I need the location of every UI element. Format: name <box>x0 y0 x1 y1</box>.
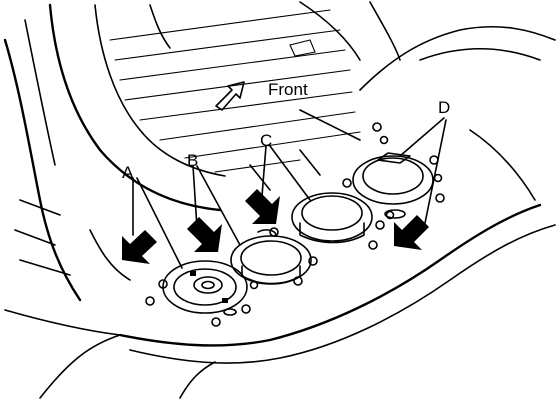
callout-a: A <box>122 163 134 182</box>
interior-ribs <box>109 9 361 191</box>
bore-3 <box>291 192 373 244</box>
pointer-arrows <box>122 189 429 264</box>
front-direction-marker: Front <box>215 80 308 111</box>
arrow-a-icon <box>122 230 157 264</box>
gasket-holes <box>145 122 445 327</box>
arrow-c-icon <box>245 189 280 224</box>
arrow-b-icon <box>187 217 222 252</box>
leader-b-2 <box>196 165 241 246</box>
bore-2 <box>230 235 312 285</box>
callout-labels: A B C D <box>122 98 450 182</box>
callout-d: D <box>438 98 450 117</box>
block-outline <box>3 1 556 399</box>
callout-leaders <box>132 117 447 269</box>
leader-d-2 <box>423 119 447 229</box>
bore-4 <box>352 152 434 205</box>
leader-c-1 <box>261 145 267 197</box>
leader-b-1 <box>192 165 198 229</box>
leader-a-2 <box>136 177 183 269</box>
leader-c-2 <box>269 145 311 201</box>
leader-d-1 <box>399 117 445 157</box>
callout-c: C <box>260 131 272 150</box>
front-arrow-icon <box>215 81 245 111</box>
bore-1 <box>162 260 248 314</box>
front-label: Front <box>268 80 308 99</box>
callout-b: B <box>187 151 198 170</box>
arrow-d-icon <box>394 215 429 250</box>
